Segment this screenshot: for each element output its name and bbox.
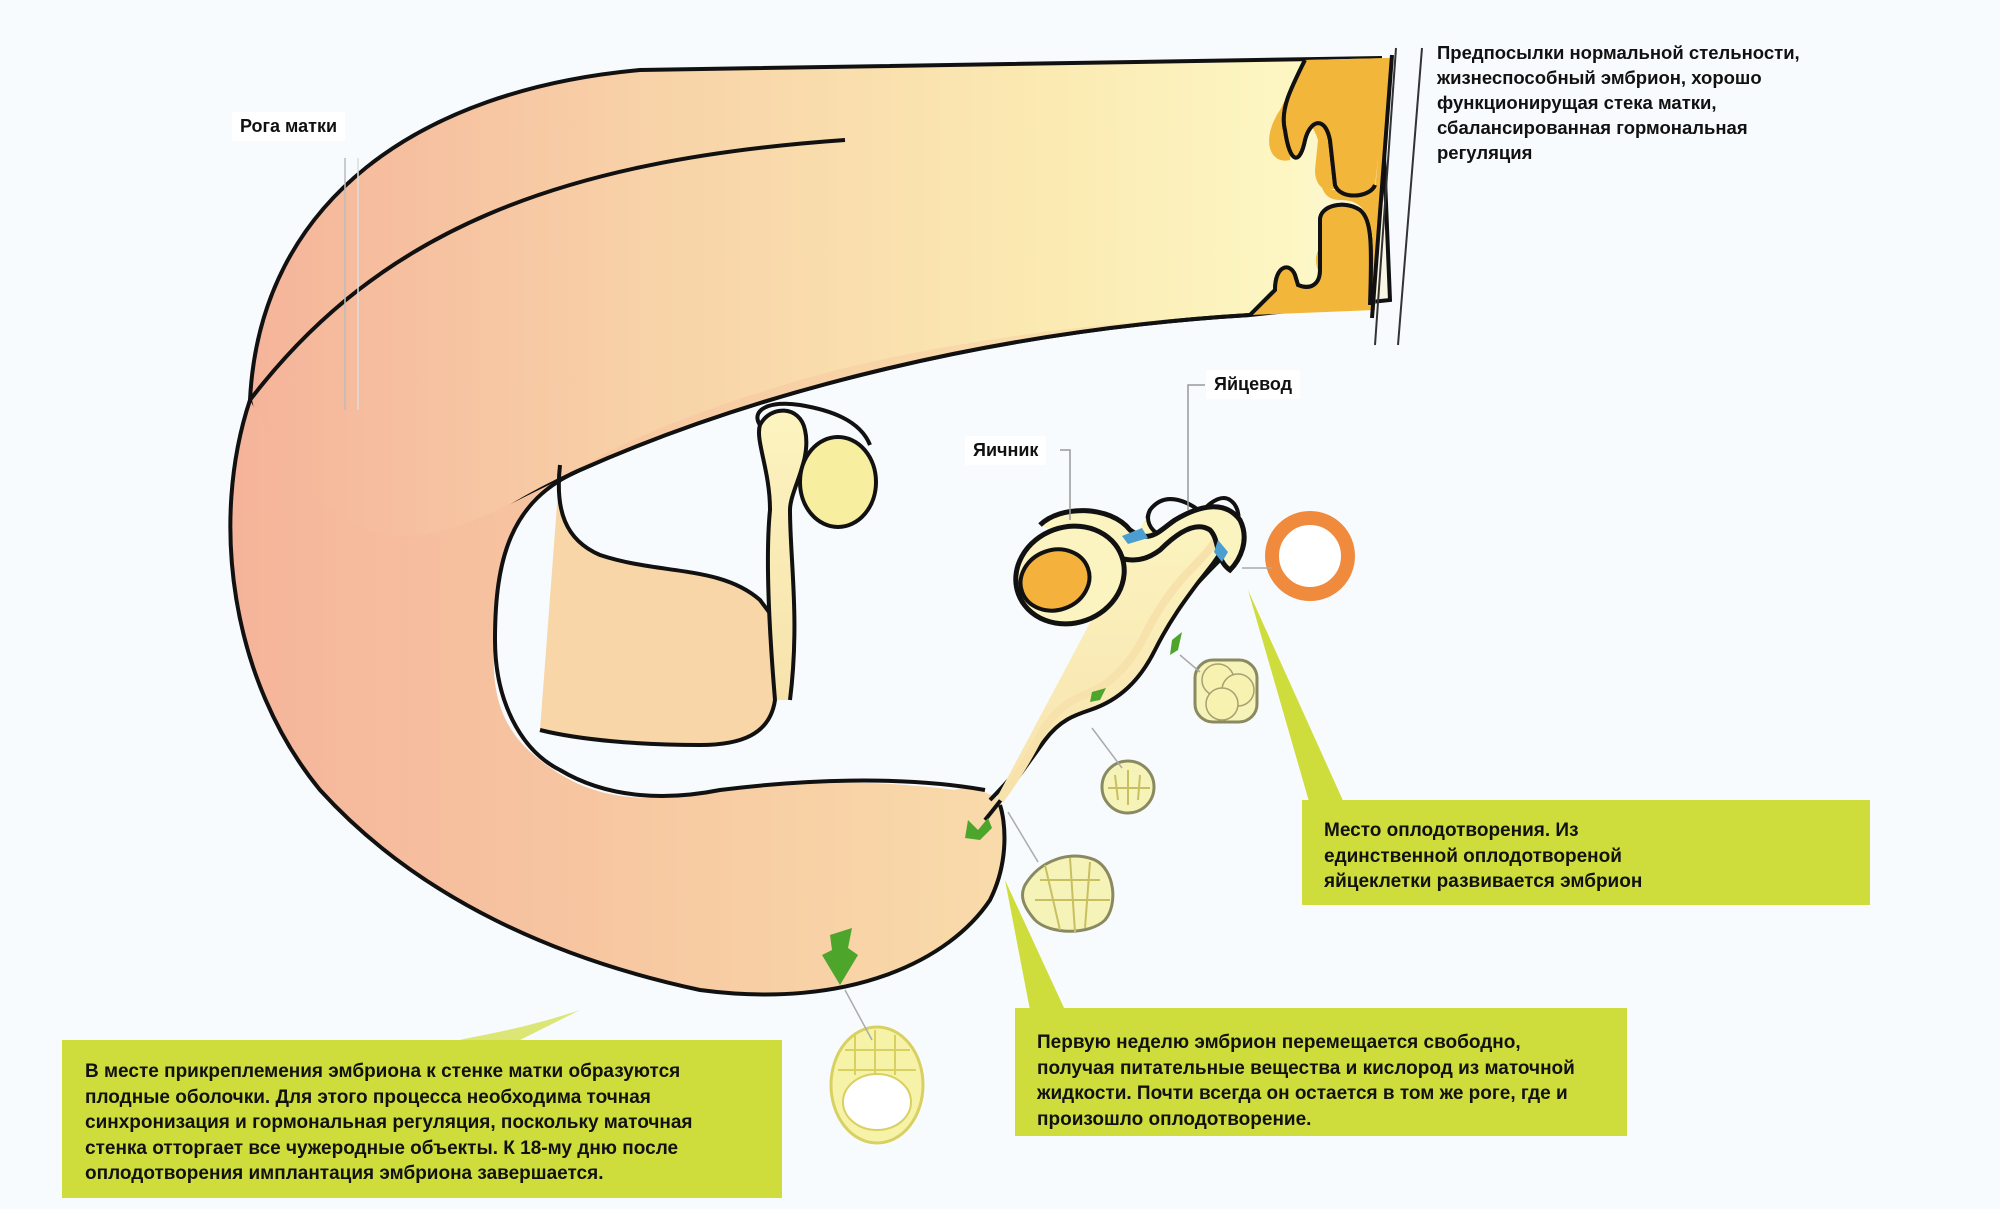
- top-note-line: Предпосылки нормальной стельности,: [1437, 42, 1800, 63]
- embryo-morula: [1100, 759, 1156, 815]
- oocyte-ring: [1265, 511, 1355, 601]
- callout-line: В месте прикреплемения эмбриона к стенке…: [85, 1061, 681, 1082]
- movement-arrow-2-icon: [1090, 688, 1106, 702]
- callout-pointer-fertilization: [1248, 590, 1345, 805]
- vagina-wall-line-1: [1374, 47, 1397, 346]
- callout-first-week: Первую неделю эмбрион перемещается свобо…: [1015, 1008, 1627, 1136]
- vagina-wall-line-2: [1397, 47, 1423, 346]
- embryo-4-cell: [1193, 658, 1259, 724]
- top-note-line: регуляция: [1437, 142, 1533, 163]
- horn-septum-line: [248, 138, 846, 402]
- top-note-line: жизнеспособный эмбрион, хорошо: [1437, 67, 1762, 88]
- top-note: Предпосылки нормальной стельности, жизне…: [1437, 40, 1800, 165]
- callout-fertilization: Место оплодотворения. Из единственной оп…: [1302, 800, 1870, 905]
- embryo-blastocyst: [829, 1025, 925, 1145]
- sperm-blue-icon-2: [1214, 540, 1228, 562]
- uterine-horn-lower: [230, 315, 1251, 995]
- callout-line: плодные оболочки. Для этого процесса нео…: [85, 1086, 651, 1108]
- embryo-early-blastocyst: [1021, 854, 1115, 933]
- horn-lower-outline: [228, 399, 1007, 997]
- callout-line: произошло оплодотворение.: [1037, 1108, 1312, 1130]
- horn-inner-curve: [492, 313, 1251, 798]
- sperm-blue-icon-1: [1122, 528, 1148, 544]
- callout-line: стенка отторгает все чужеродные объекты.…: [85, 1137, 679, 1159]
- callout-line: Место оплодотворения. Из: [1324, 820, 1579, 841]
- top-note-line: сбалансированная гормональная: [1437, 117, 1748, 138]
- callout-line: единственной оплодотвореной: [1324, 845, 1622, 867]
- callout-line: получая питательные вещества и кислород …: [1037, 1057, 1575, 1079]
- follicle: [1018, 547, 1092, 613]
- callout-line: жидкости. Почти всегда он остается в том…: [1037, 1083, 1568, 1104]
- callout-pointer-implantation: [460, 1010, 580, 1040]
- movement-arrow-3-icon: [965, 818, 992, 840]
- callout-line: оплодотворения имплантация эмбриона заве…: [85, 1163, 604, 1184]
- callout-pointer-first-week: [1005, 880, 1065, 1010]
- label-oviduct: Яйцевод: [1206, 370, 1301, 399]
- cervix-fill-lower: [1250, 204, 1371, 315]
- movement-arrow-1-icon: [1170, 632, 1182, 655]
- movement-arrow-4-icon: [822, 928, 858, 985]
- ovary-left: [798, 435, 878, 529]
- callout-implantation: В месте прикреплемения эмбриона к стенке…: [62, 1040, 782, 1198]
- callout-line: синхронизация и гормональная регуляция, …: [85, 1112, 693, 1133]
- label-horns: Рога матки: [232, 112, 346, 141]
- horn-inner-fold: [539, 464, 777, 748]
- label-ovary: Яичник: [965, 436, 1047, 465]
- cervix-fill-upper: [1283, 58, 1390, 196]
- top-note-line: функционирущая стека матки,: [1437, 92, 1717, 113]
- callout-line: Первую неделю эмбрион перемещается свобо…: [1037, 1032, 1521, 1053]
- oviduct-left: [757, 408, 809, 701]
- cervix-edge: [1370, 54, 1394, 319]
- callout-line: яйцеклетки развивается эмбрион: [1324, 871, 1643, 892]
